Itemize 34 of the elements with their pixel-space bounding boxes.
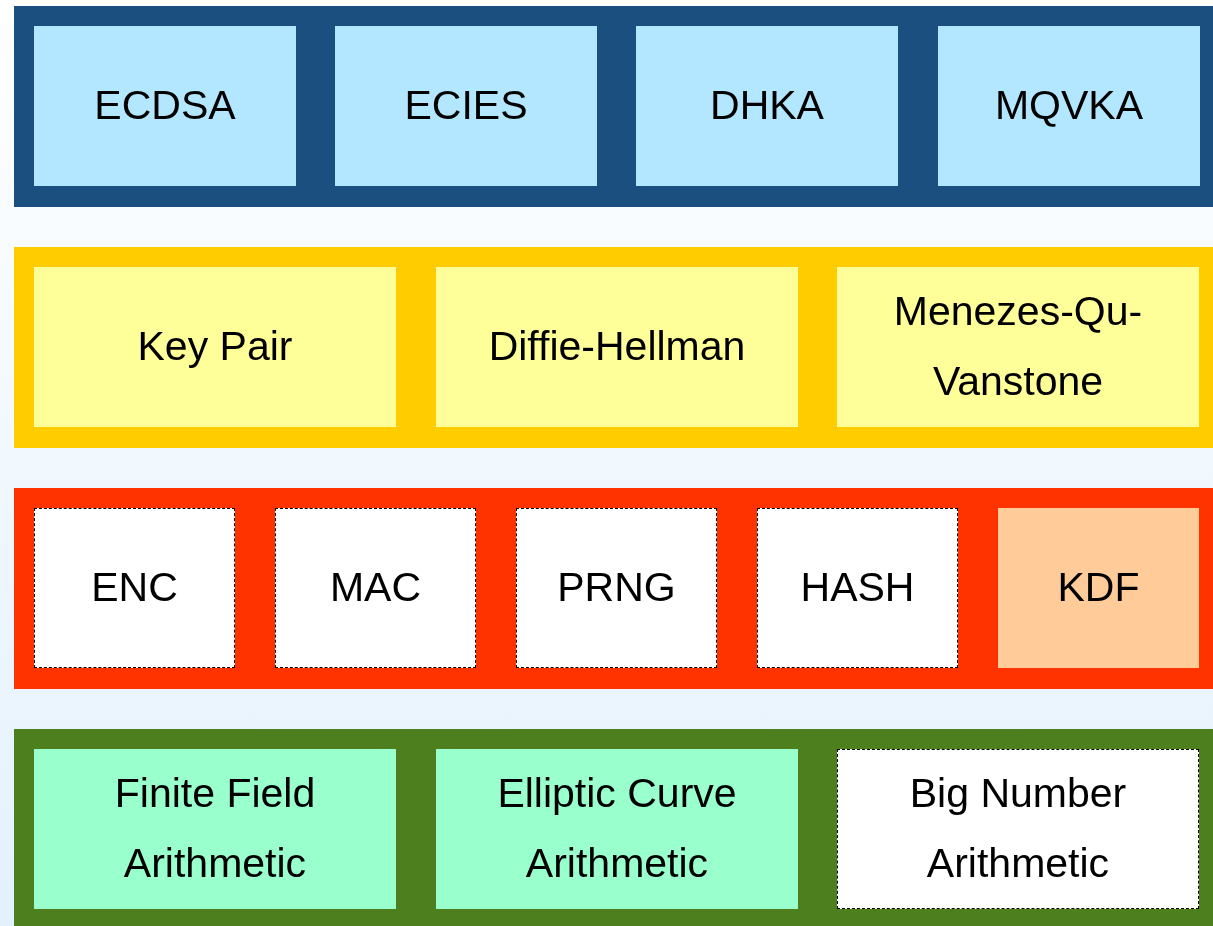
module-box: [436, 267, 798, 427]
module-label: Big Number Arithmetic: [908, 769, 1128, 888]
module-box: [837, 267, 1199, 427]
module-label: Key Pair: [136, 322, 294, 372]
module-label: ENC: [90, 563, 179, 613]
module-label: HASH: [799, 563, 916, 613]
layer-band: [14, 729, 1213, 926]
dashed-module-box: [275, 508, 476, 668]
module-box: [436, 749, 798, 909]
layer-band: [14, 247, 1213, 448]
module-box: [636, 26, 898, 186]
module-label: MAC: [328, 563, 423, 613]
module-label: DHKA: [709, 81, 825, 131]
module-label: PRNG: [556, 563, 677, 613]
module-label: Elliptic Curve Arithmetic: [496, 769, 738, 888]
module-box: [998, 508, 1199, 668]
module-label: ECDSA: [93, 81, 237, 131]
module-box: [335, 26, 597, 186]
dashed-module-box: [34, 508, 235, 668]
module-box: [34, 26, 296, 186]
module-label: Finite Field Arithmetic: [113, 769, 317, 888]
dashed-module-box: [757, 508, 958, 668]
layer-band: [14, 6, 1213, 207]
module-box: [34, 267, 396, 427]
module-label: KDF: [1056, 563, 1141, 613]
dashed-module-box: [516, 508, 717, 668]
layer-band: [14, 488, 1213, 689]
module-label: Menezes-Qu-Vanstone: [892, 287, 1144, 406]
dashed-module-box: [837, 749, 1199, 909]
module-box: [34, 749, 396, 909]
module-label: Diffie-Hellman: [487, 322, 747, 372]
module-label: ECIES: [403, 81, 529, 131]
module-box: [938, 26, 1200, 186]
module-label: MQVKA: [993, 81, 1145, 131]
